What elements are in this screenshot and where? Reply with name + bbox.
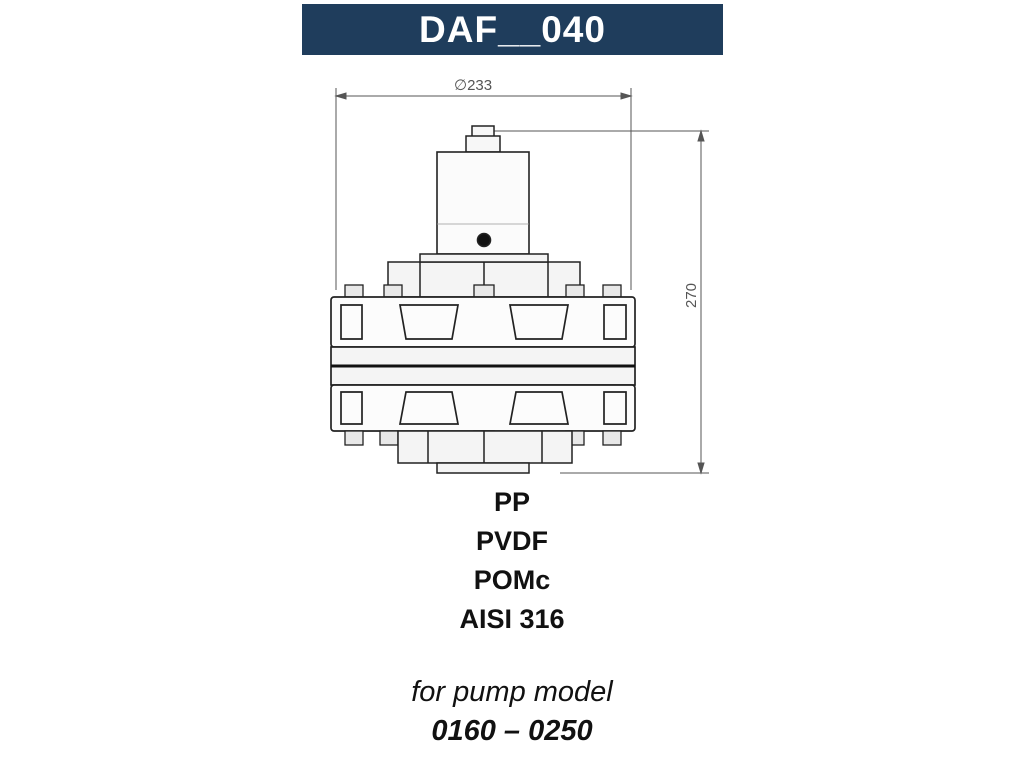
lower-flange <box>330 384 636 432</box>
upper-flange <box>330 296 636 348</box>
diaphragm-band <box>330 346 636 386</box>
product-title: DAF__040 <box>419 8 606 50</box>
lower-ribs <box>397 430 573 474</box>
vent-plug <box>476 232 492 248</box>
material-item: PP <box>493 487 531 517</box>
height-label: 270 <box>683 283 700 308</box>
material-item: POMc <box>473 565 551 595</box>
top-connector <box>465 125 501 153</box>
materials-list: PP PVDF POMc AISI 316 <box>412 483 612 639</box>
pump-model-range: 0160 – 0250 <box>431 715 593 747</box>
title-banner: DAF__040 <box>302 4 723 55</box>
pump-model-caption: for pump model <box>411 676 613 708</box>
diameter-label: ∅233 <box>454 77 492 94</box>
material-item: AISI 316 <box>459 604 565 634</box>
top-chamber <box>436 151 530 255</box>
diameter-dimension <box>334 88 633 290</box>
material-item: PVDF <box>475 526 548 556</box>
top-bolts <box>344 284 622 298</box>
height-dimension <box>490 129 709 475</box>
